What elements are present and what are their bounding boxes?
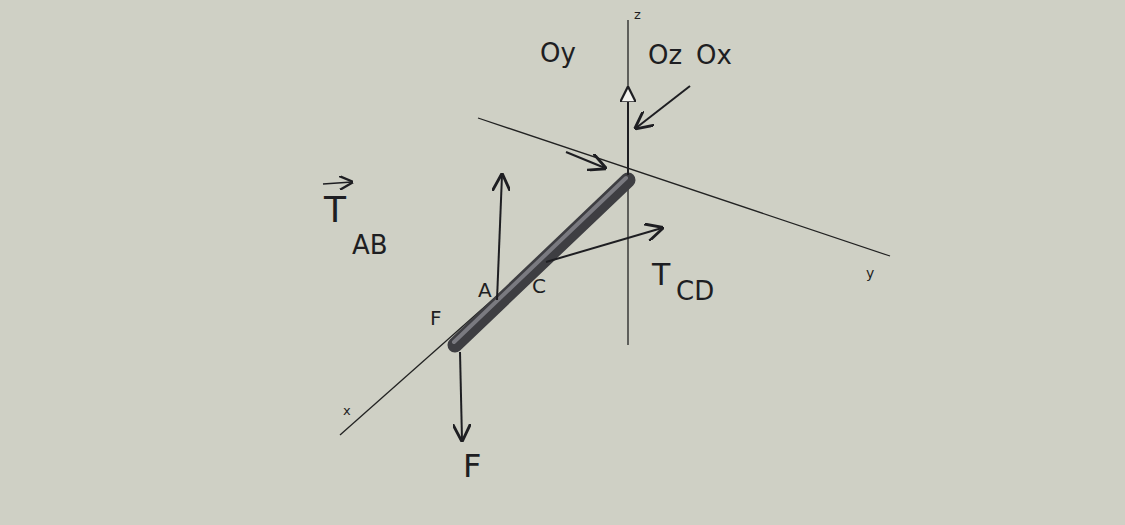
rod-highlight <box>454 178 626 342</box>
axis-label: x <box>343 404 351 417</box>
rod <box>455 180 628 345</box>
force-label: T <box>652 260 670 290</box>
axis-label: y <box>866 266 874 280</box>
oy-arrow <box>566 152 605 168</box>
reaction-label: Oy <box>540 40 576 66</box>
reaction-label: Oz <box>648 42 682 68</box>
vector-arrow <box>323 182 352 184</box>
force-label: T <box>324 192 346 228</box>
y-axis <box>478 118 890 256</box>
reaction-label: Ox <box>696 42 732 68</box>
force-subscript: CD <box>676 278 714 304</box>
point-label: A <box>478 280 492 300</box>
tcd-arrow <box>546 228 662 262</box>
force-subscript: AB <box>352 232 388 258</box>
point-label: C <box>532 276 546 296</box>
force-label: F <box>463 450 481 482</box>
f-arrow <box>460 352 462 440</box>
oz-arrow <box>627 88 629 175</box>
axis-label: z <box>634 8 641 21</box>
point-label: F <box>430 308 442 328</box>
ox-arrow <box>636 86 690 128</box>
tab-arrow <box>497 175 502 300</box>
